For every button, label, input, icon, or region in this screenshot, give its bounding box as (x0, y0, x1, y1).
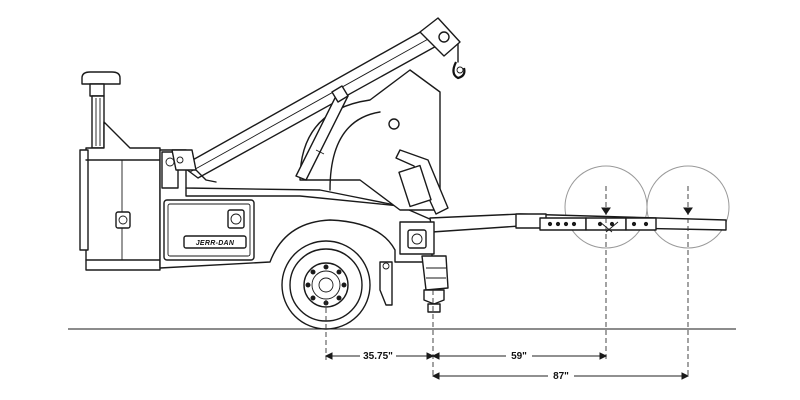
dimension-pivot-to-first-wheel: 59" (431, 349, 608, 362)
dimension-label-axle-to-pivot: 35.75" (363, 351, 393, 362)
dimension-axle-to-pivot: 35.75" (324, 349, 435, 362)
dimension-pivot-to-extended-wheel: 87" (431, 369, 690, 382)
wheel-position-extended (646, 165, 730, 249)
brand-label: JERR-DAN (196, 240, 235, 247)
body-compartment (79, 121, 161, 271)
exhaust-stack (81, 71, 121, 149)
dimension-label-pivot-to-first-wheel: 59" (511, 351, 527, 362)
dimension-label-pivot-to-extended-wheel: 87" (553, 371, 569, 382)
boom-assembly (171, 17, 466, 215)
wheel-lift-positions (564, 165, 730, 249)
wheel-lift-arm (379, 186, 727, 378)
brand-badge (183, 235, 247, 249)
rear-wheel (281, 240, 371, 360)
side-body: JERR-DAN (159, 149, 433, 269)
dimension-lines: 35.75" 59" 87" (324, 349, 690, 382)
